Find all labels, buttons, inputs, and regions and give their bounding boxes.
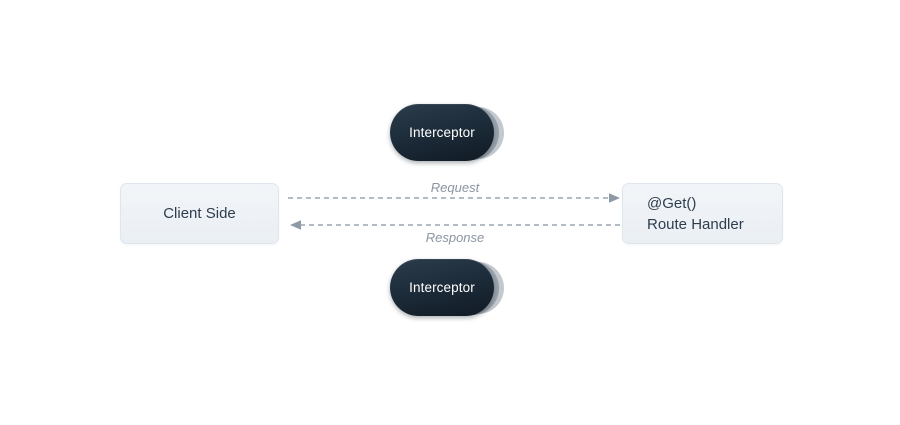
response-arrow-icon <box>288 219 622 231</box>
interceptor-pill-face: Interceptor <box>390 104 494 161</box>
interceptor-label-bottom: Interceptor <box>409 280 475 295</box>
interceptor-node-bottom[interactable]: Interceptor <box>390 259 516 317</box>
response-flow-label: Response <box>425 230 485 245</box>
client-side-label: Client Side <box>163 205 236 222</box>
route-handler-name-label: Route Handler <box>647 215 744 233</box>
endpoint-client-side[interactable]: Client Side <box>120 183 279 244</box>
interceptor-pill-face: Interceptor <box>390 259 494 316</box>
interceptor-node-top[interactable]: Interceptor <box>390 104 516 162</box>
route-handler-text: @Get() Route Handler <box>647 193 744 235</box>
route-handler-decorator-label: @Get() <box>647 194 697 212</box>
endpoint-route-handler[interactable]: @Get() Route Handler <box>622 183 783 244</box>
request-arrow-icon <box>288 192 622 204</box>
interceptor-label-top: Interceptor <box>409 125 475 140</box>
request-flow-label: Request <box>430 180 480 195</box>
